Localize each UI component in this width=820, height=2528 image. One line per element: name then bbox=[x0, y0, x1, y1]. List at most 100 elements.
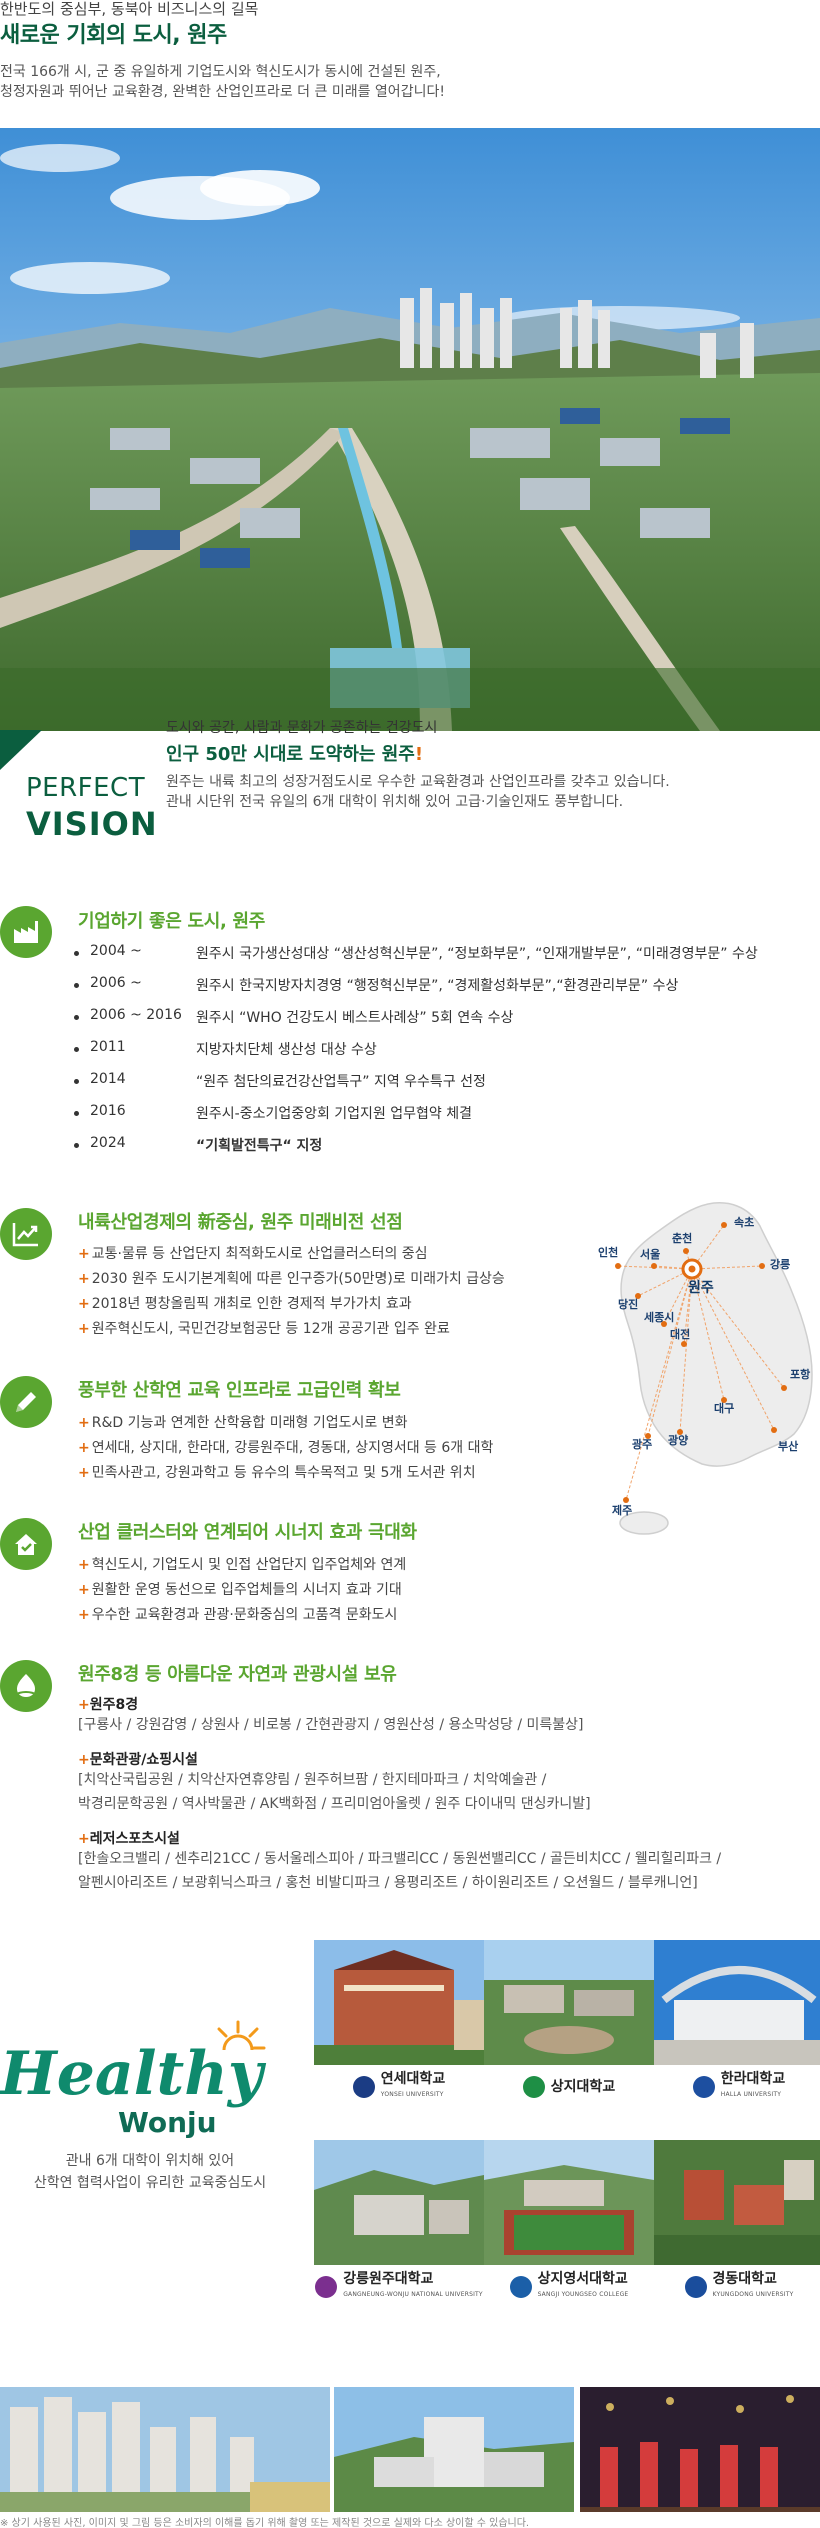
intro-section: 한반도의 중심부, 동북아 비즈니스의 길목 새로운 기회의 도시, 원주 전국… bbox=[0, 0, 820, 130]
map-city-label: 속초 bbox=[734, 1216, 754, 1229]
education-section-title: 풍부한 산학연 교육 인프라로 고급인력 확보 bbox=[78, 1380, 401, 1401]
map-city-label: 서울 bbox=[640, 1247, 660, 1261]
intro-lead-line-1: 전국 166개 시, 군 중 유일하게 기업도시와 혁신도시가 동시에 건설된 … bbox=[0, 64, 441, 80]
vision-line-2-mark: ! bbox=[414, 744, 424, 765]
nature-group-line: [한솔오크밸리 / 센추리21CC / 동서울레스피아 / 파크밸리CC / 동… bbox=[78, 1851, 722, 1867]
nature-section-title: 원주8경 등 아름다운 자연과 관광시설 보유 bbox=[78, 1664, 397, 1685]
bullet-dot bbox=[74, 951, 79, 956]
intro-headline: 새로운 기회의 도시, 원주 bbox=[0, 23, 227, 48]
timeline-year: 2024 bbox=[90, 1135, 126, 1151]
university-photo bbox=[314, 1940, 484, 2065]
bullet-dot bbox=[74, 1111, 79, 1116]
timeline-event: “원주 첨단의료건강산업특구” 지역 우수특구 선정 bbox=[196, 1074, 486, 1090]
list-item-text: 민족사관고, 강원과학고 등 유수의 특수목적고 및 5개 도서관 위치 bbox=[91, 1465, 476, 1481]
bullet-dot bbox=[74, 1143, 79, 1148]
timeline-event: 원주시-중소기업중앙회 기업지원 업무협약 체결 bbox=[196, 1106, 473, 1122]
university-emblem-icon bbox=[315, 2276, 338, 2298]
vision-line-3-block: 원주는 내륙 최고의 성장거점도시로 우수한 교육환경과 산업인프라를 갖추고 … bbox=[166, 772, 806, 812]
vision-line-1: 도시와 공간, 사람과 문화가 공존하는 건강도시 bbox=[166, 720, 438, 736]
map-city-label: 당진 bbox=[618, 1297, 638, 1311]
timeline-event: 지방자치단체 생산성 대상 수상 bbox=[196, 1042, 377, 1058]
business-section-title: 기업하기 좋은 도시, 원주 bbox=[78, 911, 266, 932]
house-icon bbox=[0, 1518, 52, 1570]
list-item: +원주혁신도시, 국민건강보험공단 등 12개 공공기관 입주 완료 bbox=[78, 1321, 450, 1337]
nature-group-heading: +원주8경 bbox=[78, 1697, 139, 1713]
map-center-city: 원주 bbox=[688, 1280, 714, 1296]
intro-lead-line-2: 청정자원과 뛰어난 교육환경, 완벽한 산업인프라로 더 큰 미래를 열어갑니다… bbox=[0, 84, 445, 100]
list-item: +2018년 평창올림픽 개최로 인한 경제적 부가가치 효과 bbox=[78, 1296, 412, 1312]
list-item-text: 2030 원주 도시기본계획에 따른 인구증가(50만명)로 미래가치 급상승 bbox=[91, 1271, 505, 1287]
map-city-label: 대전 bbox=[670, 1327, 690, 1341]
university-emblem-icon bbox=[522, 2076, 545, 2098]
economy-section-title: 내륙산업경제의 新중심, 원주 미래비전 선점 bbox=[78, 1212, 403, 1233]
university-logo: 상지대학교 bbox=[484, 2065, 654, 2109]
pencil-icon bbox=[0, 1376, 52, 1428]
list-item-text: 연세대, 상지대, 한라대, 강릉원주대, 경동대, 상지영서대 등 6개 대학 bbox=[91, 1440, 494, 1456]
healthy-caption: 관내 6개 대학이 위치해 있어 산학연 협력사업이 유리한 교육중심도시 bbox=[0, 2150, 300, 2194]
healthy-caption-line-1: 관내 6개 대학이 위치해 있어 bbox=[65, 2153, 235, 2169]
list-item-text: 원활한 운영 동선으로 입주업체들의 시너지 효과 기대 bbox=[91, 1582, 402, 1598]
footnote-disclaimer: ※ 상기 사용된 사진, 이미지 및 그림 등은 소비자의 이해를 돕기 위해 … bbox=[0, 2512, 820, 2528]
list-item-text: 혁신도시, 기업도시 및 인접 산업단지 입주업체와 연계 bbox=[91, 1557, 407, 1573]
list-item-text: 교통·물류 등 산업단지 최적화도시로 산업클러스터의 중심 bbox=[91, 1246, 428, 1262]
timeline-year: 2016 bbox=[90, 1103, 126, 1119]
list-item-text: R&D 기능과 연계한 산학융합 미래형 기업도시로 변화 bbox=[91, 1415, 408, 1431]
hospital-building-photo bbox=[334, 2387, 574, 2528]
map-city-label: 대구 bbox=[714, 1401, 734, 1415]
hero-aerial-illustration bbox=[0, 128, 820, 731]
list-item: +민족사관고, 강원과학고 등 유수의 특수목적고 및 5개 도서관 위치 bbox=[78, 1465, 476, 1481]
map-city-label: 광주 bbox=[632, 1438, 652, 1451]
university-emblem-icon bbox=[684, 2276, 707, 2298]
nature-group-line: [치악산국립공원 / 치악산자연휴양림 / 원주허브팜 / 한지테마파크 / 치… bbox=[78, 1772, 547, 1788]
map-city-label: 광양 bbox=[668, 1433, 688, 1447]
list-item-text: 원주혁신도시, 국민건강보험공단 등 12개 공공기관 입주 완료 bbox=[91, 1321, 450, 1337]
timeline-event: 원주시 “WHO 건강도시 베스트사례상” 5회 연속 수상 bbox=[196, 1010, 514, 1026]
list-item: +우수한 교육환경과 관광·문화중심의 고품격 문화도시 bbox=[78, 1607, 398, 1623]
university-photo bbox=[484, 1940, 654, 2065]
nature-group-heading: +문화관광/쇼핑시설 bbox=[78, 1752, 198, 1768]
list-item: +원활한 운영 동선으로 입주업체들의 시너지 효과 기대 bbox=[78, 1582, 402, 1598]
map-city-label: 제주 bbox=[612, 1503, 632, 1517]
intro-kicker: 한반도의 중심부, 동북아 비즈니스의 길목 bbox=[0, 0, 259, 18]
city-apartments-photo bbox=[0, 2387, 330, 2528]
map-city-label: 포항 bbox=[790, 1367, 810, 1381]
university-emblem-icon bbox=[509, 2276, 532, 2298]
university-card-sangji: 상지대학교 bbox=[484, 1940, 654, 2109]
timeline-year: 2014 bbox=[90, 1071, 126, 1087]
list-item: +연세대, 상지대, 한라대, 강릉원주대, 경동대, 상지영서대 등 6개 대… bbox=[78, 1440, 494, 1456]
vision-corner-badge bbox=[0, 730, 42, 770]
healthy-caption-line-2: 산학연 협력사업이 유리한 교육중심도시 bbox=[33, 2175, 267, 2191]
bullet-dot bbox=[74, 1047, 79, 1052]
vision-word-vision: VISION bbox=[26, 805, 158, 843]
map-city-label: 부산 bbox=[778, 1439, 798, 1453]
hero-aerial-image bbox=[0, 128, 820, 731]
university-photo bbox=[654, 1940, 820, 2065]
timeline-year: 2011 bbox=[90, 1039, 126, 1055]
map-city-label: 인천 bbox=[598, 1245, 618, 1259]
nature-group-line: 박경리문학공원 / 역사박물관 / AK백화점 / 프리미엄아울렛 / 원주 다… bbox=[78, 1796, 591, 1812]
timeline-year: 2004 ~ bbox=[90, 943, 142, 959]
university-photo bbox=[484, 2140, 654, 2265]
timeline-year: 2006 ~ bbox=[90, 975, 142, 991]
university-photo bbox=[314, 2140, 484, 2265]
vision-line-2: 인구 50만 시대로 도약하는 원주! bbox=[166, 740, 806, 766]
bullet-dot bbox=[74, 1079, 79, 1084]
list-item-text: 2018년 평창올림픽 개최로 인한 경제적 부가가치 효과 bbox=[91, 1296, 412, 1312]
list-item: +R&D 기능과 연계한 산학융합 미래형 기업도시로 변화 bbox=[78, 1415, 408, 1431]
list-item-text: 우수한 교육환경과 관광·문화중심의 고품격 문화도시 bbox=[91, 1607, 398, 1623]
university-emblem-icon bbox=[692, 2076, 715, 2098]
healthy-wonju-logo: Healthy Wonju bbox=[0, 2020, 267, 2139]
timeline-event: 원주시 한국지방자치경영 “행정혁신부문”, “경제활성화부문”,“환경관리부문… bbox=[196, 978, 679, 994]
map-city-label: 춘천 bbox=[672, 1231, 692, 1245]
vision-line-3: 원주는 내륙 최고의 성장거점도시로 우수한 교육환경과 산업인프라를 갖추고 … bbox=[166, 774, 670, 790]
vision-line-2-main: 인구 50만 시대로 도약하는 원주 bbox=[166, 744, 415, 765]
leaf-water-icon bbox=[0, 1660, 52, 1712]
vision-line-4: 관내 시단위 전국 유일의 6개 대학이 위치해 있어 고급·기술인재도 풍부합… bbox=[166, 794, 624, 810]
